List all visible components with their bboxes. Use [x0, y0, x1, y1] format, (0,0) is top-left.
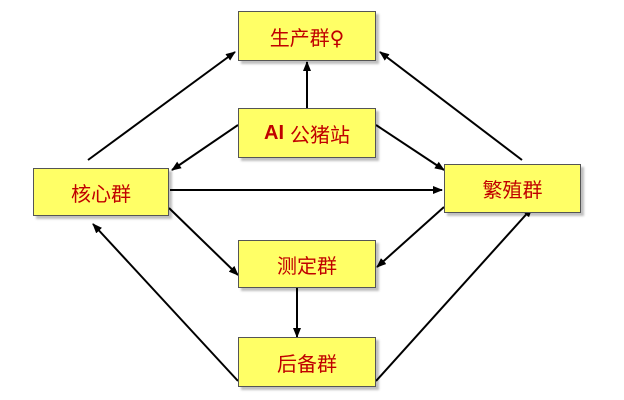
- ai-boar-station-node: AI 公猪站: [238, 108, 376, 158]
- arrow-reserve-to-breeding: [375, 207, 533, 382]
- multiplier-herd-node: 繁殖群: [444, 164, 581, 213]
- core-herd-node: 核心群: [33, 168, 169, 216]
- production-herd-label: 生产群♀: [269, 25, 345, 50]
- testing-herd-label: 测定群: [277, 253, 337, 278]
- arrow-core-to-production: [87, 51, 236, 161]
- arrow-breeding-to-testing: [376, 206, 445, 268]
- ai-boar-station-label: 公猪站: [290, 122, 350, 147]
- multiplier-herd-label: 繁殖群: [482, 178, 543, 202]
- arrow-core-to-testing: [168, 207, 239, 276]
- testing-herd-node: 测定群: [238, 240, 376, 288]
- arrow-breeding-to-production: [379, 51, 523, 161]
- arrow-reserve-to-core: [92, 223, 239, 382]
- replacement-herd-node: 后备群: [238, 337, 376, 387]
- replacement-herd-label: 后备群: [277, 351, 337, 376]
- arrow-ai_boar-to-breeding: [375, 124, 445, 171]
- production-herd-node: 生产群♀: [238, 11, 376, 61]
- arrow-ai_boar-to-core: [171, 124, 239, 171]
- core-herd-label: 核心群: [71, 181, 131, 206]
- ai-prefix-label: AI: [264, 121, 284, 144]
